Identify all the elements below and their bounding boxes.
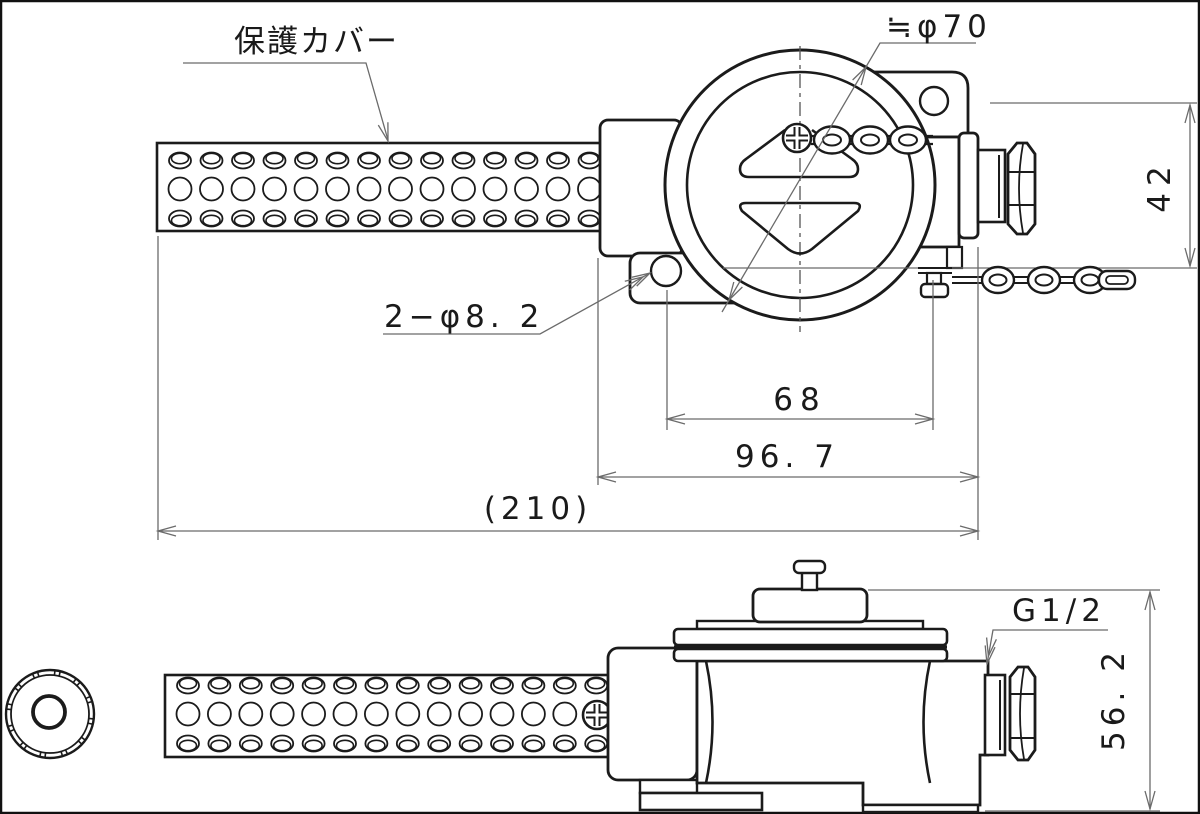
knurl-tick xyxy=(14,687,20,692)
knurl-tick xyxy=(44,752,47,758)
outlet-collar xyxy=(976,148,1007,224)
knurl-tick xyxy=(7,702,13,706)
knurl-tick xyxy=(72,678,77,684)
right-foot xyxy=(861,803,980,814)
knurl-tick xyxy=(85,695,91,700)
outlet-front xyxy=(983,665,1037,762)
knurl-tick xyxy=(64,749,69,755)
top-view: 保護カバー ≒φ70 2−φ8. 2 68 96. 7 (210) 42 xyxy=(155,9,1197,540)
dimension-42 xyxy=(990,102,1197,269)
handle-wing-upper xyxy=(738,128,860,179)
leader-protective-cover xyxy=(183,62,389,144)
knurl-tick xyxy=(23,744,28,750)
dimension-text-96-7: 96. 7 xyxy=(735,439,839,475)
knurl-tick xyxy=(80,736,86,741)
knurl-tick xyxy=(87,722,93,726)
dimension-68 xyxy=(664,280,936,430)
valve-body-front xyxy=(695,659,990,814)
leader-mounting-holes xyxy=(383,271,653,335)
end-view xyxy=(4,668,96,760)
dimension-text-210: (210) xyxy=(484,491,592,527)
knurl-tick xyxy=(88,717,94,720)
knurl-tick xyxy=(19,741,24,747)
hex-nut-top xyxy=(1006,141,1037,236)
top-cap-and-knob xyxy=(751,559,869,624)
outlet-boss xyxy=(957,131,980,240)
protective-cover-strip-top xyxy=(155,141,606,233)
dimension-56-2 xyxy=(868,589,1160,812)
dimension-96-7 xyxy=(595,247,981,540)
hex-nut-front xyxy=(1008,665,1037,762)
front-view: G1/2 56. 2 xyxy=(163,559,1160,814)
label-approx-diameter: ≒φ70 xyxy=(886,9,992,45)
dimension-text-68: 68 xyxy=(773,382,826,418)
handle-tube-bore xyxy=(31,694,67,730)
mounting-hole-lower xyxy=(649,254,683,288)
leader-diameter-70 xyxy=(721,42,976,313)
knurl-tick xyxy=(87,700,93,704)
knurl-tick xyxy=(53,670,56,676)
bonnet-flange-stack xyxy=(672,619,949,663)
knurl-tick xyxy=(6,708,12,711)
dimension-text-56-2: 56. 2 xyxy=(1096,647,1132,751)
mounting-hole-upper xyxy=(918,85,950,117)
left-foot xyxy=(638,778,764,812)
knurl-tick xyxy=(77,740,83,745)
dimension-210 xyxy=(155,236,981,540)
label-protective-cover: 保護カバー xyxy=(234,24,399,60)
handle-adapter-block-front xyxy=(606,646,699,782)
knurl-tick xyxy=(36,671,40,677)
valve-body-top xyxy=(663,46,1197,332)
outlet-top xyxy=(957,131,1037,240)
cap-bolt-and-chain xyxy=(918,265,1137,299)
label-mounting-holes: 2−φ8. 2 xyxy=(384,299,544,335)
knurl-tick xyxy=(31,673,36,679)
knurl-tick xyxy=(7,724,13,728)
knurled-ring-ticks xyxy=(6,670,94,758)
screw-chain xyxy=(811,125,933,155)
leader-thread-size xyxy=(984,629,1108,667)
handle-wing-lower xyxy=(738,201,862,255)
dimension-text-42: 42 xyxy=(1142,159,1178,212)
knurl-tick xyxy=(9,728,15,733)
knurl-tick xyxy=(58,671,62,677)
protective-cover-strip-front xyxy=(163,673,616,759)
outlet-collar-front xyxy=(983,673,1007,757)
cover-screw-icon xyxy=(783,124,811,152)
knurl-tick xyxy=(60,751,64,757)
knurl-tick xyxy=(38,751,42,757)
knurl-tick xyxy=(17,683,23,688)
knurl-tick xyxy=(76,681,81,687)
label-thread-size: G1/2 xyxy=(1012,593,1106,629)
